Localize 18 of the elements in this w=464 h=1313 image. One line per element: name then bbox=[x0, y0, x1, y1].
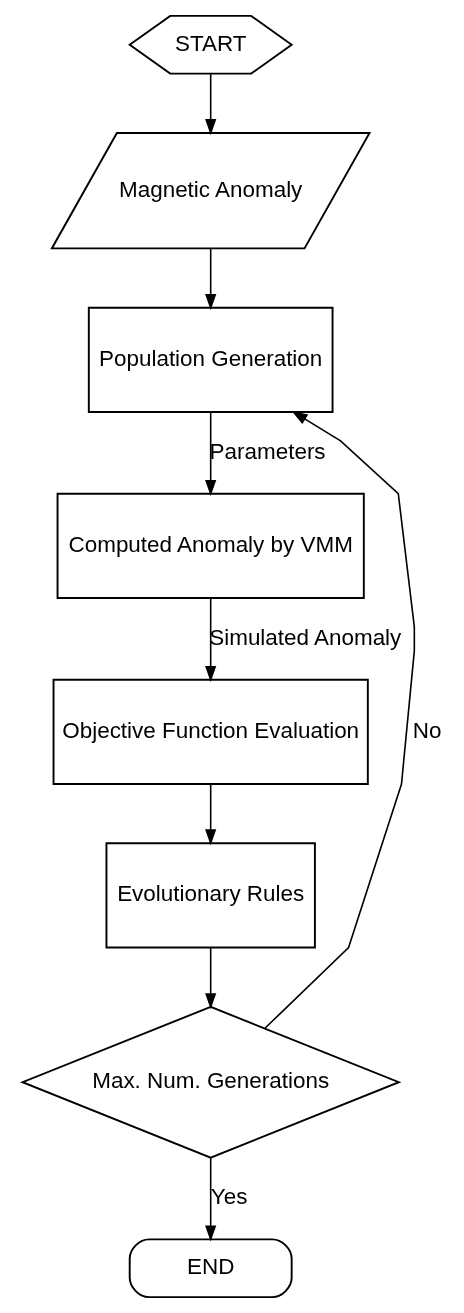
node-box: Computed Anomaly by VMM bbox=[56, 492, 365, 599]
arrow bbox=[205, 597, 217, 683]
node-box: Objective Function Evaluation bbox=[52, 678, 369, 785]
arrow bbox=[205, 73, 217, 136]
node-diamond: Max. Num. Generations bbox=[19, 1005, 402, 1159]
arrow bbox=[205, 946, 217, 1010]
edge-label: Parameters bbox=[209, 438, 326, 464]
node-box: Evolutionary Rules bbox=[105, 842, 316, 949]
arrow bbox=[205, 1156, 217, 1242]
arrow bbox=[264, 410, 416, 1029]
arrow bbox=[205, 411, 217, 497]
arrow bbox=[205, 783, 217, 846]
edge-label: No bbox=[412, 717, 442, 743]
edge-label: Simulated Anomaly bbox=[209, 624, 402, 650]
arrow bbox=[205, 247, 217, 311]
node-box: Population Generation bbox=[87, 306, 334, 413]
node-box: END bbox=[128, 1238, 293, 1299]
edge-label: Yes bbox=[210, 1184, 248, 1210]
